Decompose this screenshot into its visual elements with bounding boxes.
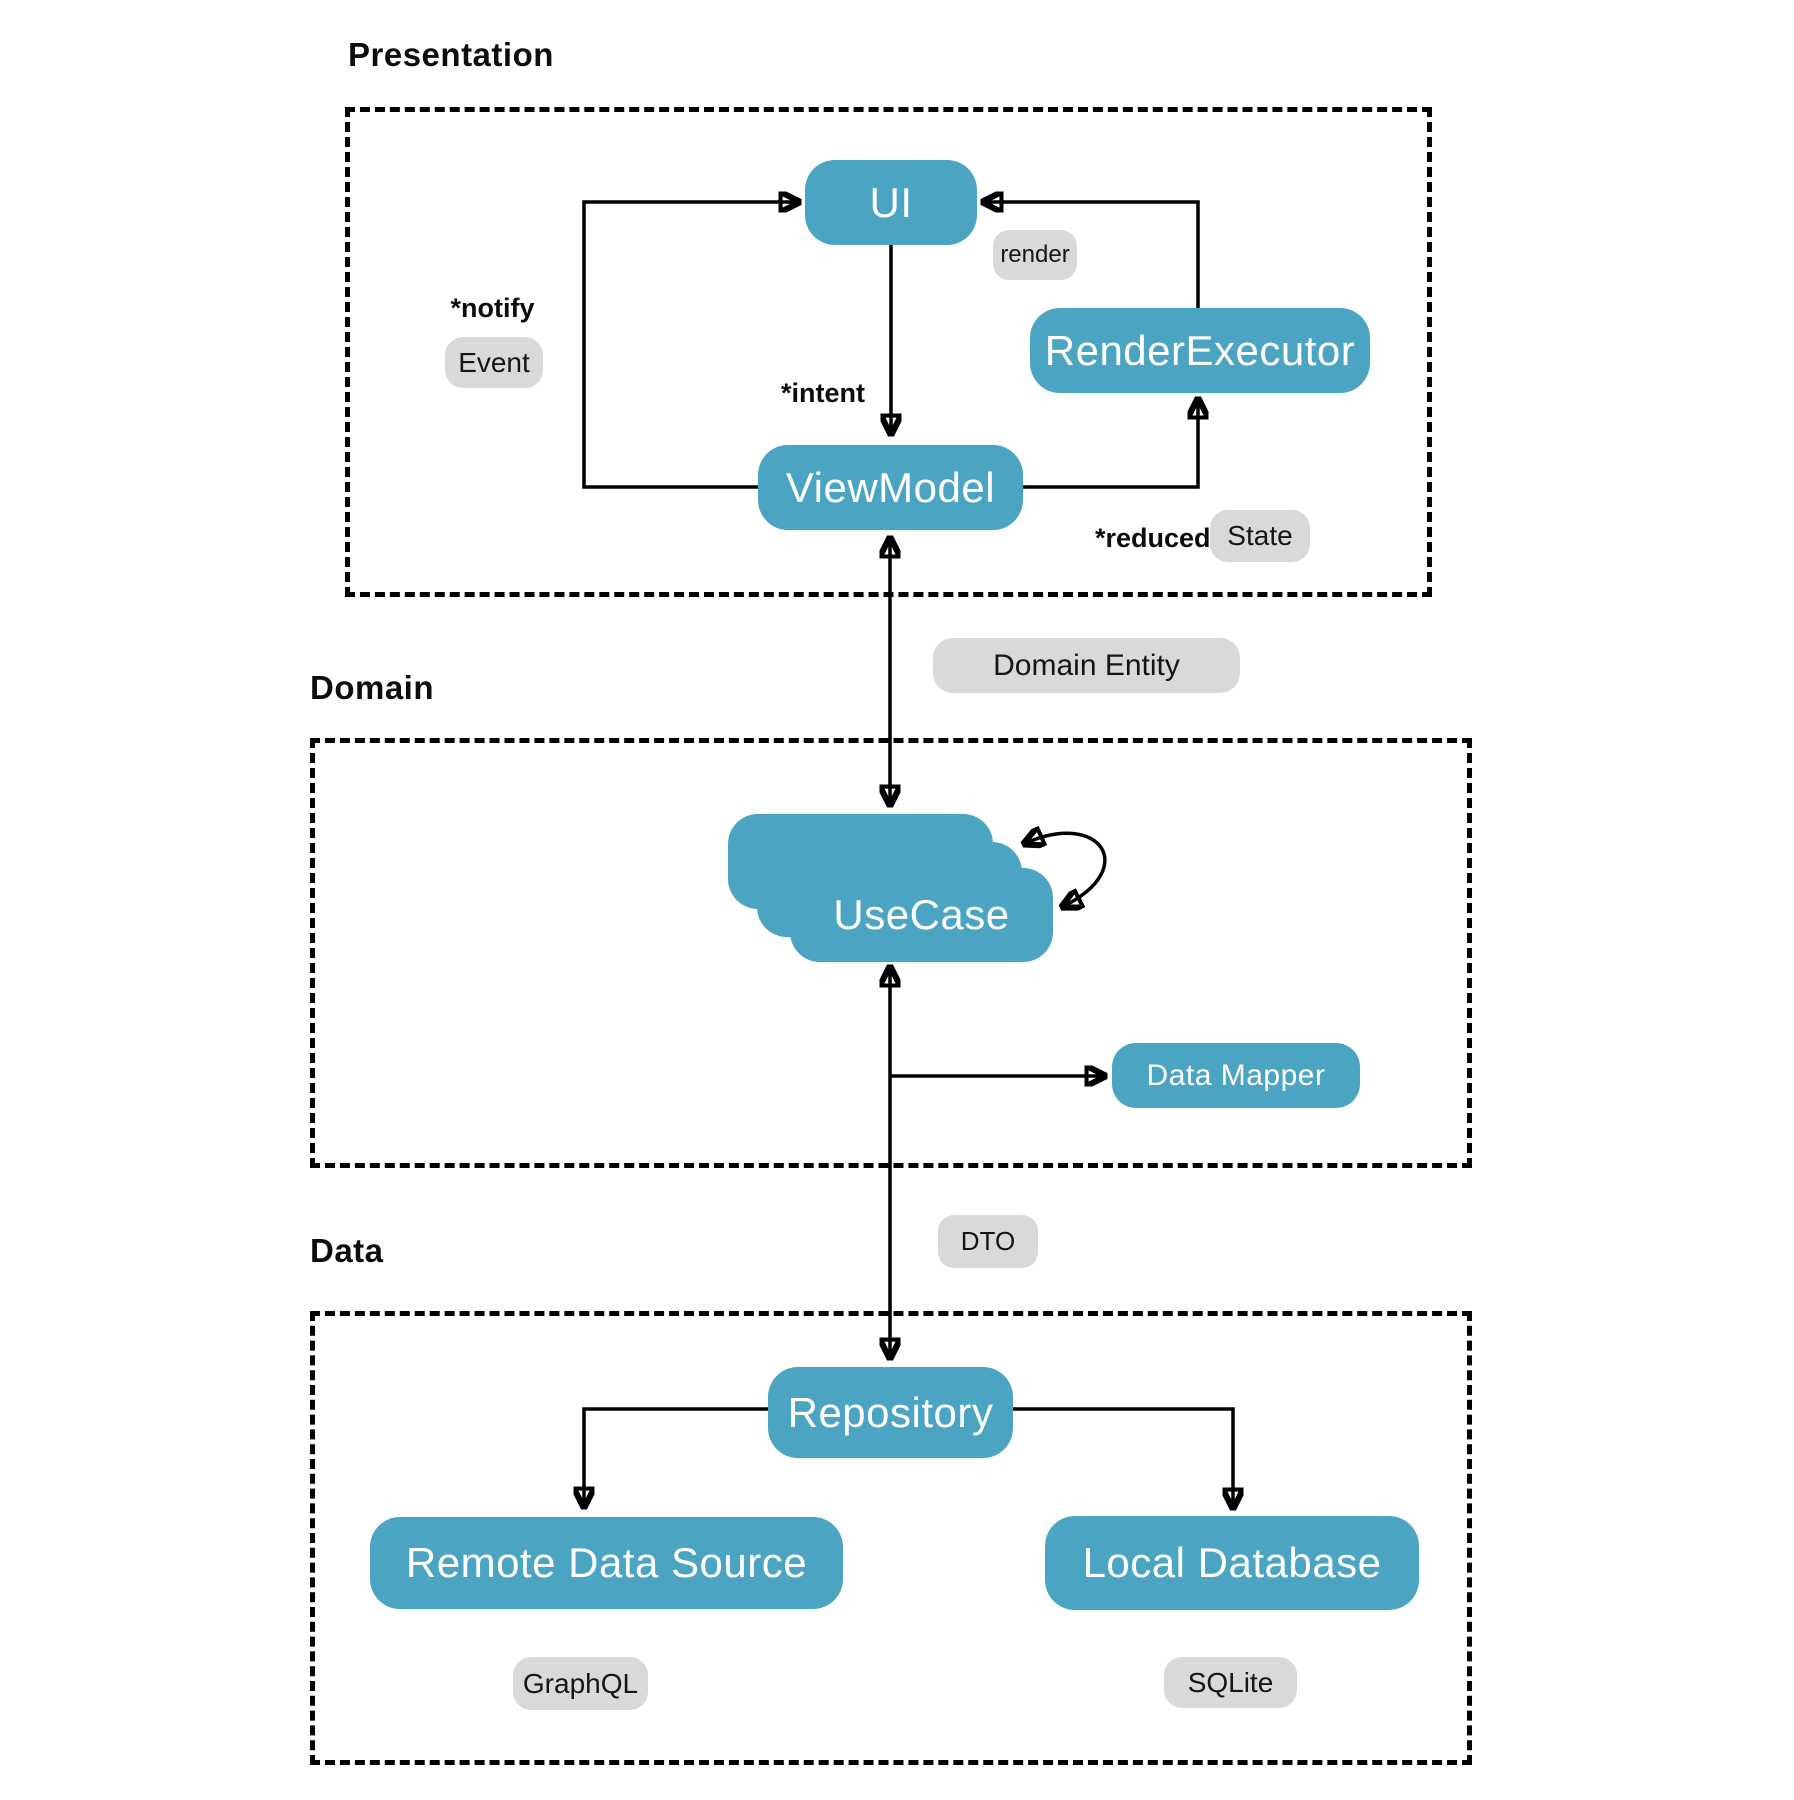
data-mapper-node: Data Mapper [1112,1043,1360,1108]
sqlite-pill: SQLite [1164,1657,1297,1708]
state-pill: State [1210,510,1310,562]
data-section-title: Data [310,1232,384,1269]
domain-entity-pill: Domain Entity [933,638,1240,693]
renderexecutor-node: RenderExecutor [1030,308,1370,393]
intent-edge-label: *intent [781,378,865,408]
reduced-edge-label: *reduced [1095,523,1211,553]
render-pill: render [993,230,1077,280]
usecase-node: UseCase [728,814,1053,962]
usecase-stack-front [790,868,1053,962]
repository-node: Repository [768,1367,1013,1458]
presentation-section-title: Presentation [348,36,554,73]
event-pill: Event [445,337,543,388]
domain-section-title: Domain [310,669,435,706]
usecase-node-label: UseCase [833,891,1010,938]
remote-data-source-node: Remote Data Source [370,1517,843,1609]
notify-edge-label: *notify [450,293,535,323]
ui-node: UI [805,160,977,245]
viewmodel-node: ViewModel [758,445,1023,530]
graphql-pill: GraphQL [513,1657,648,1710]
local-database-node: Local Database [1045,1516,1419,1610]
dto-pill: DTO [938,1215,1038,1268]
